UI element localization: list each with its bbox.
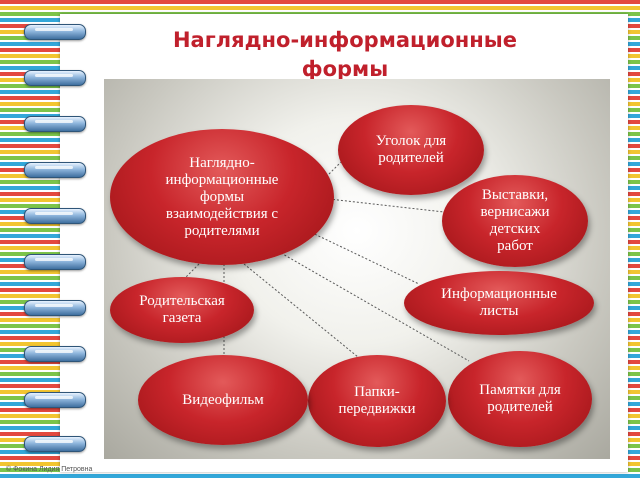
node-label: Информационные листы bbox=[441, 286, 557, 319]
connector-line bbox=[183, 263, 200, 280]
connector-line bbox=[303, 228, 420, 285]
center-node: Наглядно- информационные формы взаимодей… bbox=[110, 129, 334, 265]
node-parent-memos: Памятки для родителей bbox=[448, 351, 592, 447]
footer-credit: © Фокина Лидия Петровна bbox=[6, 466, 92, 473]
slide-title: Наглядно-информационные формы bbox=[110, 26, 580, 84]
connector-line bbox=[328, 198, 445, 213]
diagram-panel: Наглядно- информационные формы взаимодей… bbox=[104, 79, 610, 459]
node-label: Папки- передвижки bbox=[338, 384, 416, 417]
node-label: Памятки для родителей bbox=[479, 382, 561, 415]
center-node-label: Наглядно- информационные формы взаимодей… bbox=[165, 154, 279, 239]
node-folders: Папки- передвижки bbox=[308, 355, 446, 447]
binder-ring bbox=[24, 254, 86, 270]
binder-ring bbox=[24, 392, 86, 408]
node-info-sheets: Информационные листы bbox=[404, 271, 594, 335]
binder-ring bbox=[24, 70, 86, 86]
node-label: Родительская газета bbox=[139, 293, 225, 326]
connector-line bbox=[273, 248, 470, 362]
binder-ring bbox=[24, 346, 86, 362]
node-label: Видеофильм bbox=[182, 391, 264, 408]
slide-title-text: Наглядно-информационные формы bbox=[172, 28, 517, 81]
binder-ring bbox=[24, 300, 86, 316]
node-label: Выставки, вернисажи детских работ bbox=[480, 187, 550, 254]
binder-ring bbox=[24, 162, 86, 178]
node-exhibitions: Выставки, вернисажи детских работ bbox=[442, 175, 588, 267]
binder-ring bbox=[24, 208, 86, 224]
node-label: Уголок для родителей bbox=[375, 133, 447, 166]
node-parent-newspaper: Родительская газета bbox=[110, 277, 254, 343]
binder-ring bbox=[24, 436, 86, 452]
connector-line bbox=[243, 263, 370, 367]
footer-text: © Фокина Лидия Петровна bbox=[6, 466, 93, 473]
binder-ring bbox=[24, 24, 86, 40]
binder-ring bbox=[24, 116, 86, 132]
node-video: Видеофильм bbox=[138, 355, 308, 445]
node-parents-corner: Уголок для родителей bbox=[338, 105, 484, 195]
